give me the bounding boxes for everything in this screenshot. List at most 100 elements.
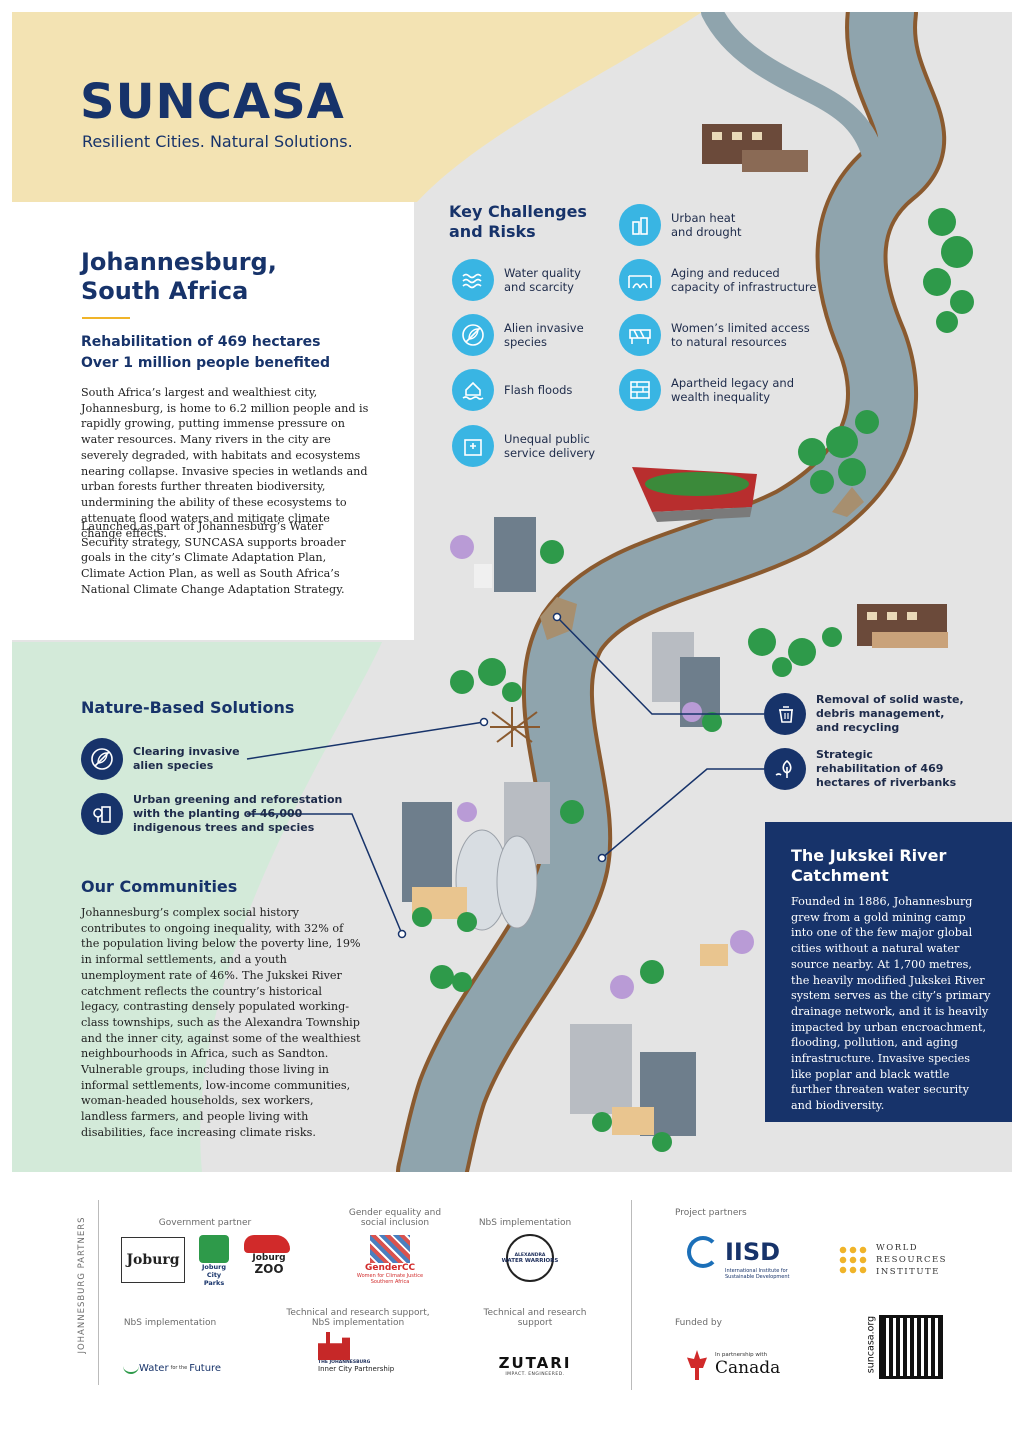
catchment-title-line-1: The Jukskei River	[791, 846, 947, 865]
challenge-label: Aging and reduced	[671, 266, 780, 280]
water-for-future-text-a: Water	[139, 1362, 169, 1374]
nbs-title: Nature-Based Solutions	[81, 698, 295, 717]
footer-side-label-wrap: JOHANNESBURG PARTNERS	[72, 1200, 92, 1380]
city-parks-emblem	[199, 1235, 229, 1263]
nbs-label: Clearing invasive	[133, 745, 240, 758]
wri-logo: WORLD RESOURCES INSTITUTE	[838, 1240, 958, 1280]
leaf-crossed-icon	[452, 314, 494, 356]
highlight-hectares: Rehabilitation of 469 hectares	[81, 334, 321, 350]
buildings-illustration	[450, 517, 722, 732]
footer-side-label: JOHANNESBURG PARTNERS	[77, 1216, 87, 1354]
riverbank-tree-icon	[764, 748, 806, 790]
brand-title: SUNCASA	[80, 74, 345, 130]
iisd-ring-icon	[687, 1236, 719, 1268]
funded-by-label: Funded by	[675, 1318, 722, 1328]
challenges-title-line-2: and Risks	[449, 222, 536, 241]
connector-dot	[479, 717, 489, 727]
tech-label: Technical and research support	[483, 1308, 587, 1328]
challenge-label: Water quality	[504, 266, 581, 280]
water-warriors-top-text: ALEXANDRA	[514, 1252, 546, 1258]
city-parks-logo: Joburg City Parks	[196, 1235, 232, 1287]
nbs-impl-label: NbS implementation	[478, 1218, 572, 1228]
nbs-impl-label-2: NbS implementation	[123, 1318, 217, 1328]
challenges-title: Key Challenges and Risks	[449, 202, 587, 242]
wri-text-2: RESOURCES	[876, 1255, 947, 1265]
nbs-label: Strategic	[816, 748, 873, 761]
challenge-label: Urban heat	[671, 211, 736, 225]
city-heat-icon	[619, 204, 661, 246]
urban-tree-icon	[81, 793, 123, 835]
wri-text-3: INSTITUTE	[876, 1267, 940, 1277]
joburg-zoo-logo: Joburg ZOO	[244, 1235, 294, 1285]
zoo-text-top: Joburg	[252, 1253, 286, 1263]
icp-text: Inner City Partnership	[318, 1365, 395, 1373]
nbs-label: with the planting of 46,000	[133, 807, 303, 820]
location-line-2: South Africa	[81, 277, 249, 305]
communities-title: Our Communities	[81, 877, 238, 896]
leaf-crossed-icon	[81, 738, 123, 780]
barrier-icon	[619, 314, 661, 356]
challenge-flash-floods: Flash floods	[452, 369, 674, 411]
intro-panel	[12, 202, 414, 640]
wri-dots-icon	[838, 1245, 868, 1275]
catchment-title: The Jukskei River Catchment	[791, 846, 991, 886]
canada-logo: In partnership with Canada	[687, 1345, 797, 1385]
gendercc-text: GenderCC	[364, 1263, 416, 1273]
challenge-label: wealth inequality	[671, 390, 771, 404]
joburg-logo: Joburg	[121, 1237, 185, 1283]
intro-paragraph-2: Launched as part of Johannesburg’s Water…	[81, 520, 346, 596]
challenge-label: Apartheid legacy and	[671, 376, 795, 390]
illustrations	[246, 124, 974, 1152]
brick-wall-icon	[619, 369, 661, 411]
canada-text: Canada	[715, 1358, 781, 1378]
catchment-panel	[765, 822, 1012, 1122]
location-line-1: Johannesburg,	[81, 248, 277, 276]
gendercc-emblem	[370, 1235, 410, 1263]
connector-lines	[246, 616, 764, 935]
site-url-wrap: suncasa.org	[864, 1310, 878, 1382]
iisd-text: IISD	[725, 1238, 781, 1266]
gendercc-subtext: Women for Climate Justice Southern Afric…	[356, 1273, 424, 1285]
zutari-logo: ZUTARI IMPACT. ENGINEERED.	[495, 1354, 575, 1384]
challenges-title-line-1: Key Challenges	[449, 202, 587, 221]
iisd-logo: IISD International Institute for Sustain…	[687, 1236, 807, 1286]
brand-tagline: Resilient Cities. Natural Solutions.	[82, 132, 353, 151]
maple-leaf-icon	[687, 1350, 707, 1380]
river-tributary	[701, 12, 883, 163]
inner-city-illustration	[570, 930, 754, 1152]
gov-partner-label: Government partner	[158, 1218, 252, 1228]
nbs-label: Removal of solid waste,	[816, 693, 964, 706]
poster: SUNCASA Resilient Cities. Natural Soluti…	[12, 12, 1012, 1172]
title-underline	[82, 317, 130, 319]
hospital-building-icon	[452, 425, 494, 467]
township-houses-illustration	[702, 124, 948, 648]
gender-label: Gender equality and social inclusion	[348, 1208, 442, 1228]
nbs-label: rehabilitation of 469	[816, 762, 944, 775]
qr-code[interactable]	[879, 1315, 943, 1379]
water-for-future-wave-icon	[123, 1362, 139, 1374]
zoo-text-bottom: ZOO	[254, 1262, 284, 1276]
jukskei-river	[400, 12, 943, 1172]
city-parks-text: Joburg City Parks	[201, 1263, 227, 1287]
location-title: Johannesburg, South Africa	[81, 248, 381, 306]
challenge-label: Women’s limited access	[671, 321, 810, 335]
catchment-body: Founded in 1886, Johannesburg grew from …	[791, 895, 991, 1113]
nbs-label: indigenous trees and species	[133, 821, 315, 834]
zoo-animal-emblem	[244, 1235, 290, 1253]
icp-skyline-emblem	[318, 1332, 350, 1360]
challenge-label: Unequal public	[504, 432, 590, 446]
nbs-label: debris management,	[816, 707, 945, 720]
nbs-label: and recycling	[816, 721, 900, 734]
key-highlights: Rehabilitation of 469 hectares Over 1 mi…	[81, 332, 330, 374]
challenge-label: species	[504, 335, 547, 349]
recycling-bin-icon	[764, 693, 806, 735]
icp-top-text: THE JOHANNESBURG	[318, 1360, 371, 1365]
water-for-future-text-b: Future	[189, 1362, 222, 1374]
zutari-text: ZUTARI	[498, 1354, 572, 1372]
